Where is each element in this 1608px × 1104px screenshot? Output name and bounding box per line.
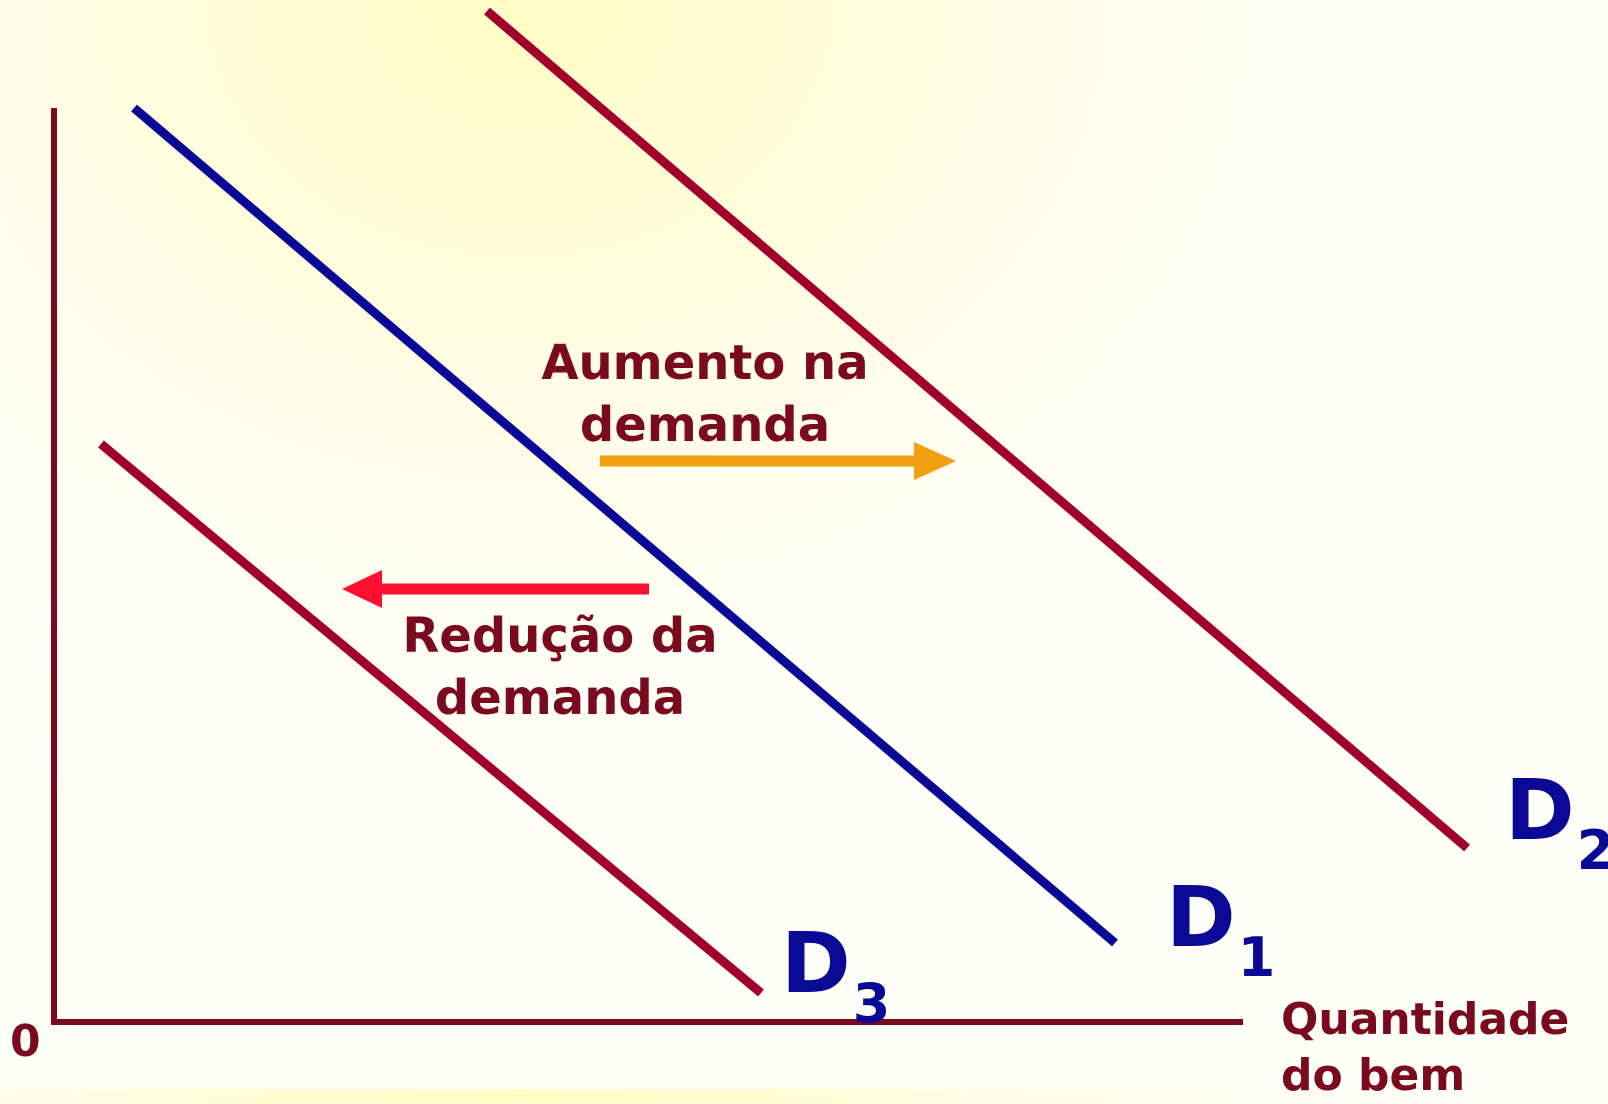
x-axis-label-line2: do bem bbox=[1281, 1050, 1466, 1101]
demand-curve-d2 bbox=[484, 7, 1470, 852]
decrease-label-line1: Redução da bbox=[402, 608, 718, 664]
curve-label-d2-letter: D bbox=[1505, 761, 1575, 859]
increase-label-line1: Aumento na bbox=[541, 335, 869, 391]
increase-label: Aumento na demanda bbox=[500, 332, 910, 456]
curve-label-d3-letter: D bbox=[781, 914, 851, 1012]
curve-label-d1: D1 bbox=[1166, 875, 1275, 989]
demand-curve-d3 bbox=[98, 440, 764, 997]
x-axis-label: Quantidade do bem bbox=[1281, 992, 1569, 1104]
curve-label-d3-subscript: 3 bbox=[852, 972, 891, 1035]
curve-label-d1-letter: D bbox=[1166, 868, 1236, 966]
increase-label-line2: demanda bbox=[579, 397, 831, 453]
curve-label-d2-subscript: 2 bbox=[1576, 819, 1608, 882]
increase-arrow bbox=[600, 442, 956, 480]
origin-label: 0 bbox=[10, 1016, 41, 1067]
demand-curve-d1 bbox=[131, 104, 1118, 947]
curve-label-d3: D3 bbox=[781, 921, 890, 1035]
decrease-label-line2: demanda bbox=[434, 670, 686, 726]
decrease-label: Redução da demanda bbox=[370, 605, 750, 729]
curve-label-d2: D2 bbox=[1505, 768, 1608, 882]
decrease-arrow bbox=[342, 570, 649, 608]
curve-label-d1-subscript: 1 bbox=[1237, 926, 1276, 989]
x-axis-label-line1: Quantidade bbox=[1281, 994, 1570, 1045]
